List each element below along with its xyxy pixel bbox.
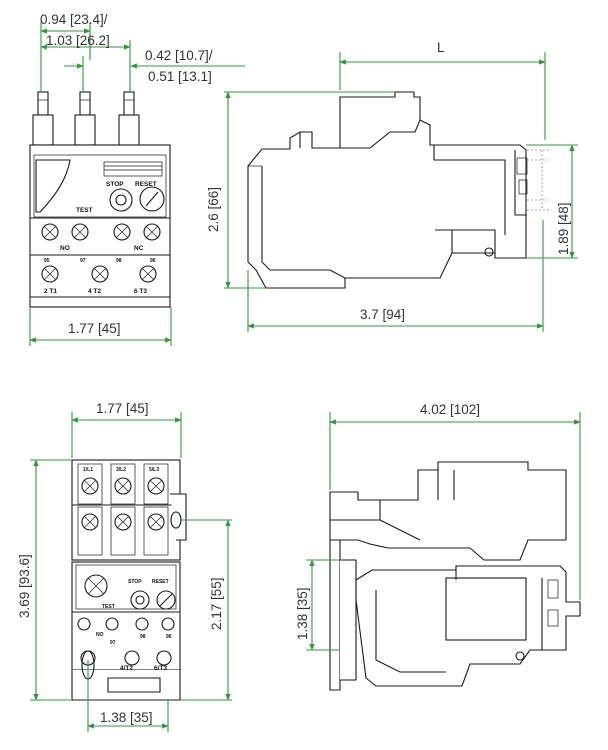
- dim-bs-height: 1.38 [35]: [295, 559, 340, 651]
- dim-bs-depth-text: 4.02 [102]: [420, 402, 480, 417]
- relay-side-outline: [247, 91, 527, 289]
- term-5l3: 5/L3: [149, 467, 159, 473]
- dim-depth: 3.7 [94]: [360, 307, 405, 322]
- top-terminals: [77, 463, 169, 505]
- label-stop-bottom: STOP: [128, 579, 142, 585]
- term-97: 97: [80, 258, 86, 264]
- label-reset-bottom: RESET: [152, 579, 169, 585]
- term-95: 95: [44, 258, 50, 264]
- screw-row-upper: [41, 223, 161, 241]
- dim-height-right: 1.89 [48]: [556, 202, 571, 255]
- term-3l2: 3/L2: [116, 467, 126, 473]
- label-no-bottom: NO: [96, 632, 104, 638]
- front-view-top: STOP RESET TEST NO NC 95 97 98 96 2 T1 4…: [29, 12, 245, 346]
- term-96: 96: [150, 258, 156, 264]
- relay-screws-bottom: [77, 617, 175, 666]
- dim-bf-height: 3.69 [93.6]: [17, 554, 32, 618]
- relay-side-outline-bottom: [355, 565, 581, 687]
- dim-width-bottom: 1.77 [45]: [68, 321, 121, 336]
- term-97-bottom: 97: [110, 640, 116, 646]
- dim-bottom-width: 1.77 [45]: [29, 307, 172, 346]
- dim-bf-width-b: 1.38 [35]: [100, 710, 153, 725]
- label-nc: NC: [134, 245, 144, 252]
- dim-side-height-right: 1.89 [48]: [526, 144, 578, 259]
- front-view-bottom: 1/L1 3/L2 5/L3 STOP RESET TEST: [17, 401, 232, 732]
- stop-button-icon-bottom: [130, 590, 150, 610]
- side-view-bottom: 4.02 [102] 1.38 [35]: [295, 402, 581, 691]
- reset-dial-icon: [139, 186, 165, 212]
- label-stop: STOP: [106, 181, 124, 188]
- dim-pitch-1: 0.42 [10.7]/: [145, 48, 213, 63]
- term-96-bottom: 96: [166, 634, 172, 640]
- label-no: NO: [60, 245, 70, 252]
- dim-height: 2.6 [66]: [206, 187, 221, 232]
- term-98: 98: [116, 258, 122, 264]
- dim-bf-height-right: 2.17 [55]: [180, 519, 232, 701]
- side-view-top: L 2.6 [66] 1.89 [48] 3.7 [94]: [206, 40, 578, 332]
- dim-bs-depth: 4.02 [102]: [329, 402, 581, 600]
- dim-width-top-1: 0.94 [23.4]/: [40, 12, 108, 27]
- term-1l1: 1/L1: [83, 467, 93, 473]
- contactor-body: [71, 459, 181, 561]
- stop-button-icon: [109, 188, 133, 212]
- contactor-side-outline: [329, 461, 567, 561]
- mid-terminals: [77, 506, 169, 556]
- term-2t1: 2 T1: [44, 288, 57, 295]
- label-test: TEST: [76, 207, 93, 214]
- screw-row-lower: [41, 265, 157, 283]
- dim-bf-width-bottom: 1.38 [35]: [87, 660, 169, 732]
- dim-bs-height-text: 1.38 [35]: [295, 587, 310, 640]
- dim-bf-height-r: 2.17 [55]: [209, 577, 224, 630]
- dim-pitch-2: 0.51 [13.1]: [148, 69, 212, 84]
- terminal-pins: [32, 91, 140, 146]
- term-98-bottom: 98: [140, 634, 146, 640]
- label-test-bottom: TEST: [102, 604, 115, 610]
- dim-bf-width: 1.77 [45]: [96, 401, 149, 416]
- dim-pitch: 0.42 [10.7]/ 0.51 [13.1]: [64, 48, 245, 92]
- term-4t2: 4 T2: [88, 288, 101, 295]
- dim-side-depth: 3.7 [94]: [247, 220, 544, 332]
- dim-bf-height-total: 3.69 [93.6]: [17, 459, 72, 701]
- dim-length-L: L: [339, 40, 546, 140]
- label-reset: RESET: [135, 181, 157, 188]
- term-6t3-bottom: 6/T3: [154, 665, 167, 672]
- dim-side-height: 2.6 [66]: [206, 91, 395, 289]
- relay-body: [29, 144, 171, 308]
- dial-icon: [84, 574, 108, 598]
- dim-width-top-2: 1.03 [26.2]: [46, 33, 110, 48]
- term-6t3: 6 T3: [134, 288, 147, 295]
- dim-top-width: 0.94 [23.4]/ 1.03 [26.2]: [40, 12, 131, 92]
- term-4t2-bottom: 4/T2: [120, 665, 133, 672]
- dim-bf-width-top: 1.77 [45]: [71, 401, 182, 458]
- dim-length-label: L: [437, 40, 445, 55]
